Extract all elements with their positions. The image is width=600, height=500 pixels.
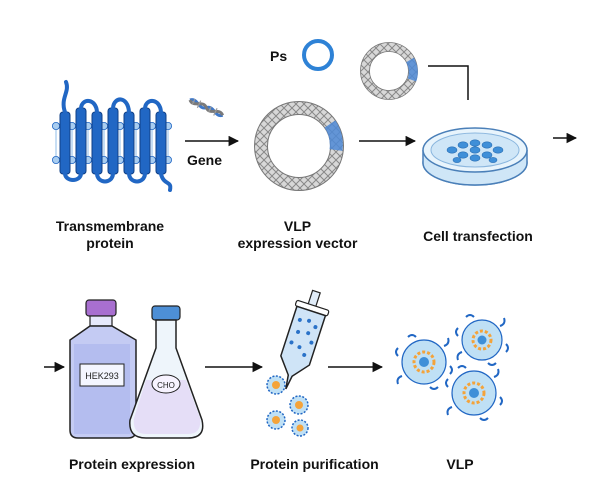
cell-transfection-label: Cell transfection	[423, 228, 533, 244]
connector-line	[428, 65, 469, 100]
ps-label: Ps	[270, 48, 288, 64]
purification-column-icon	[280, 289, 330, 390]
gene-label: Gene	[187, 152, 223, 168]
transmembrane-protein-label: Transmembrane protein	[40, 218, 180, 252]
dna-fragment-icon	[188, 98, 225, 118]
hek-label: HEK293	[85, 371, 119, 381]
vlp-particle-icon	[266, 375, 309, 437]
protein-purification-label: Protein purification	[250, 456, 379, 472]
culture-bottle-icon: HEK293	[69, 299, 137, 439]
vlp-label: VLP	[446, 456, 474, 472]
vlp-expression-vector-label-line1: VLP	[283, 218, 312, 234]
transmembrane-protein-icon	[52, 80, 173, 192]
cho-label: CHO	[157, 381, 175, 390]
plasmid-icon	[360, 42, 418, 100]
erlenmeyer-flask-icon: CHO	[129, 305, 204, 439]
vlp-expression-vector-label-line2: expression vector	[237, 235, 358, 251]
transmembrane-protein-label-line1: Transmembrane	[55, 218, 165, 234]
petri-dish-icon	[422, 127, 528, 186]
protein-expression-label: Protein expression	[68, 456, 196, 472]
vlp-particle-icon	[395, 314, 509, 421]
plasmid-icon	[254, 101, 344, 191]
ps-plasmid-icon	[302, 39, 334, 71]
transmembrane-protein-label-line2: protein	[86, 235, 134, 251]
vlp-expression-vector-label: VLP expression vector	[215, 218, 380, 252]
